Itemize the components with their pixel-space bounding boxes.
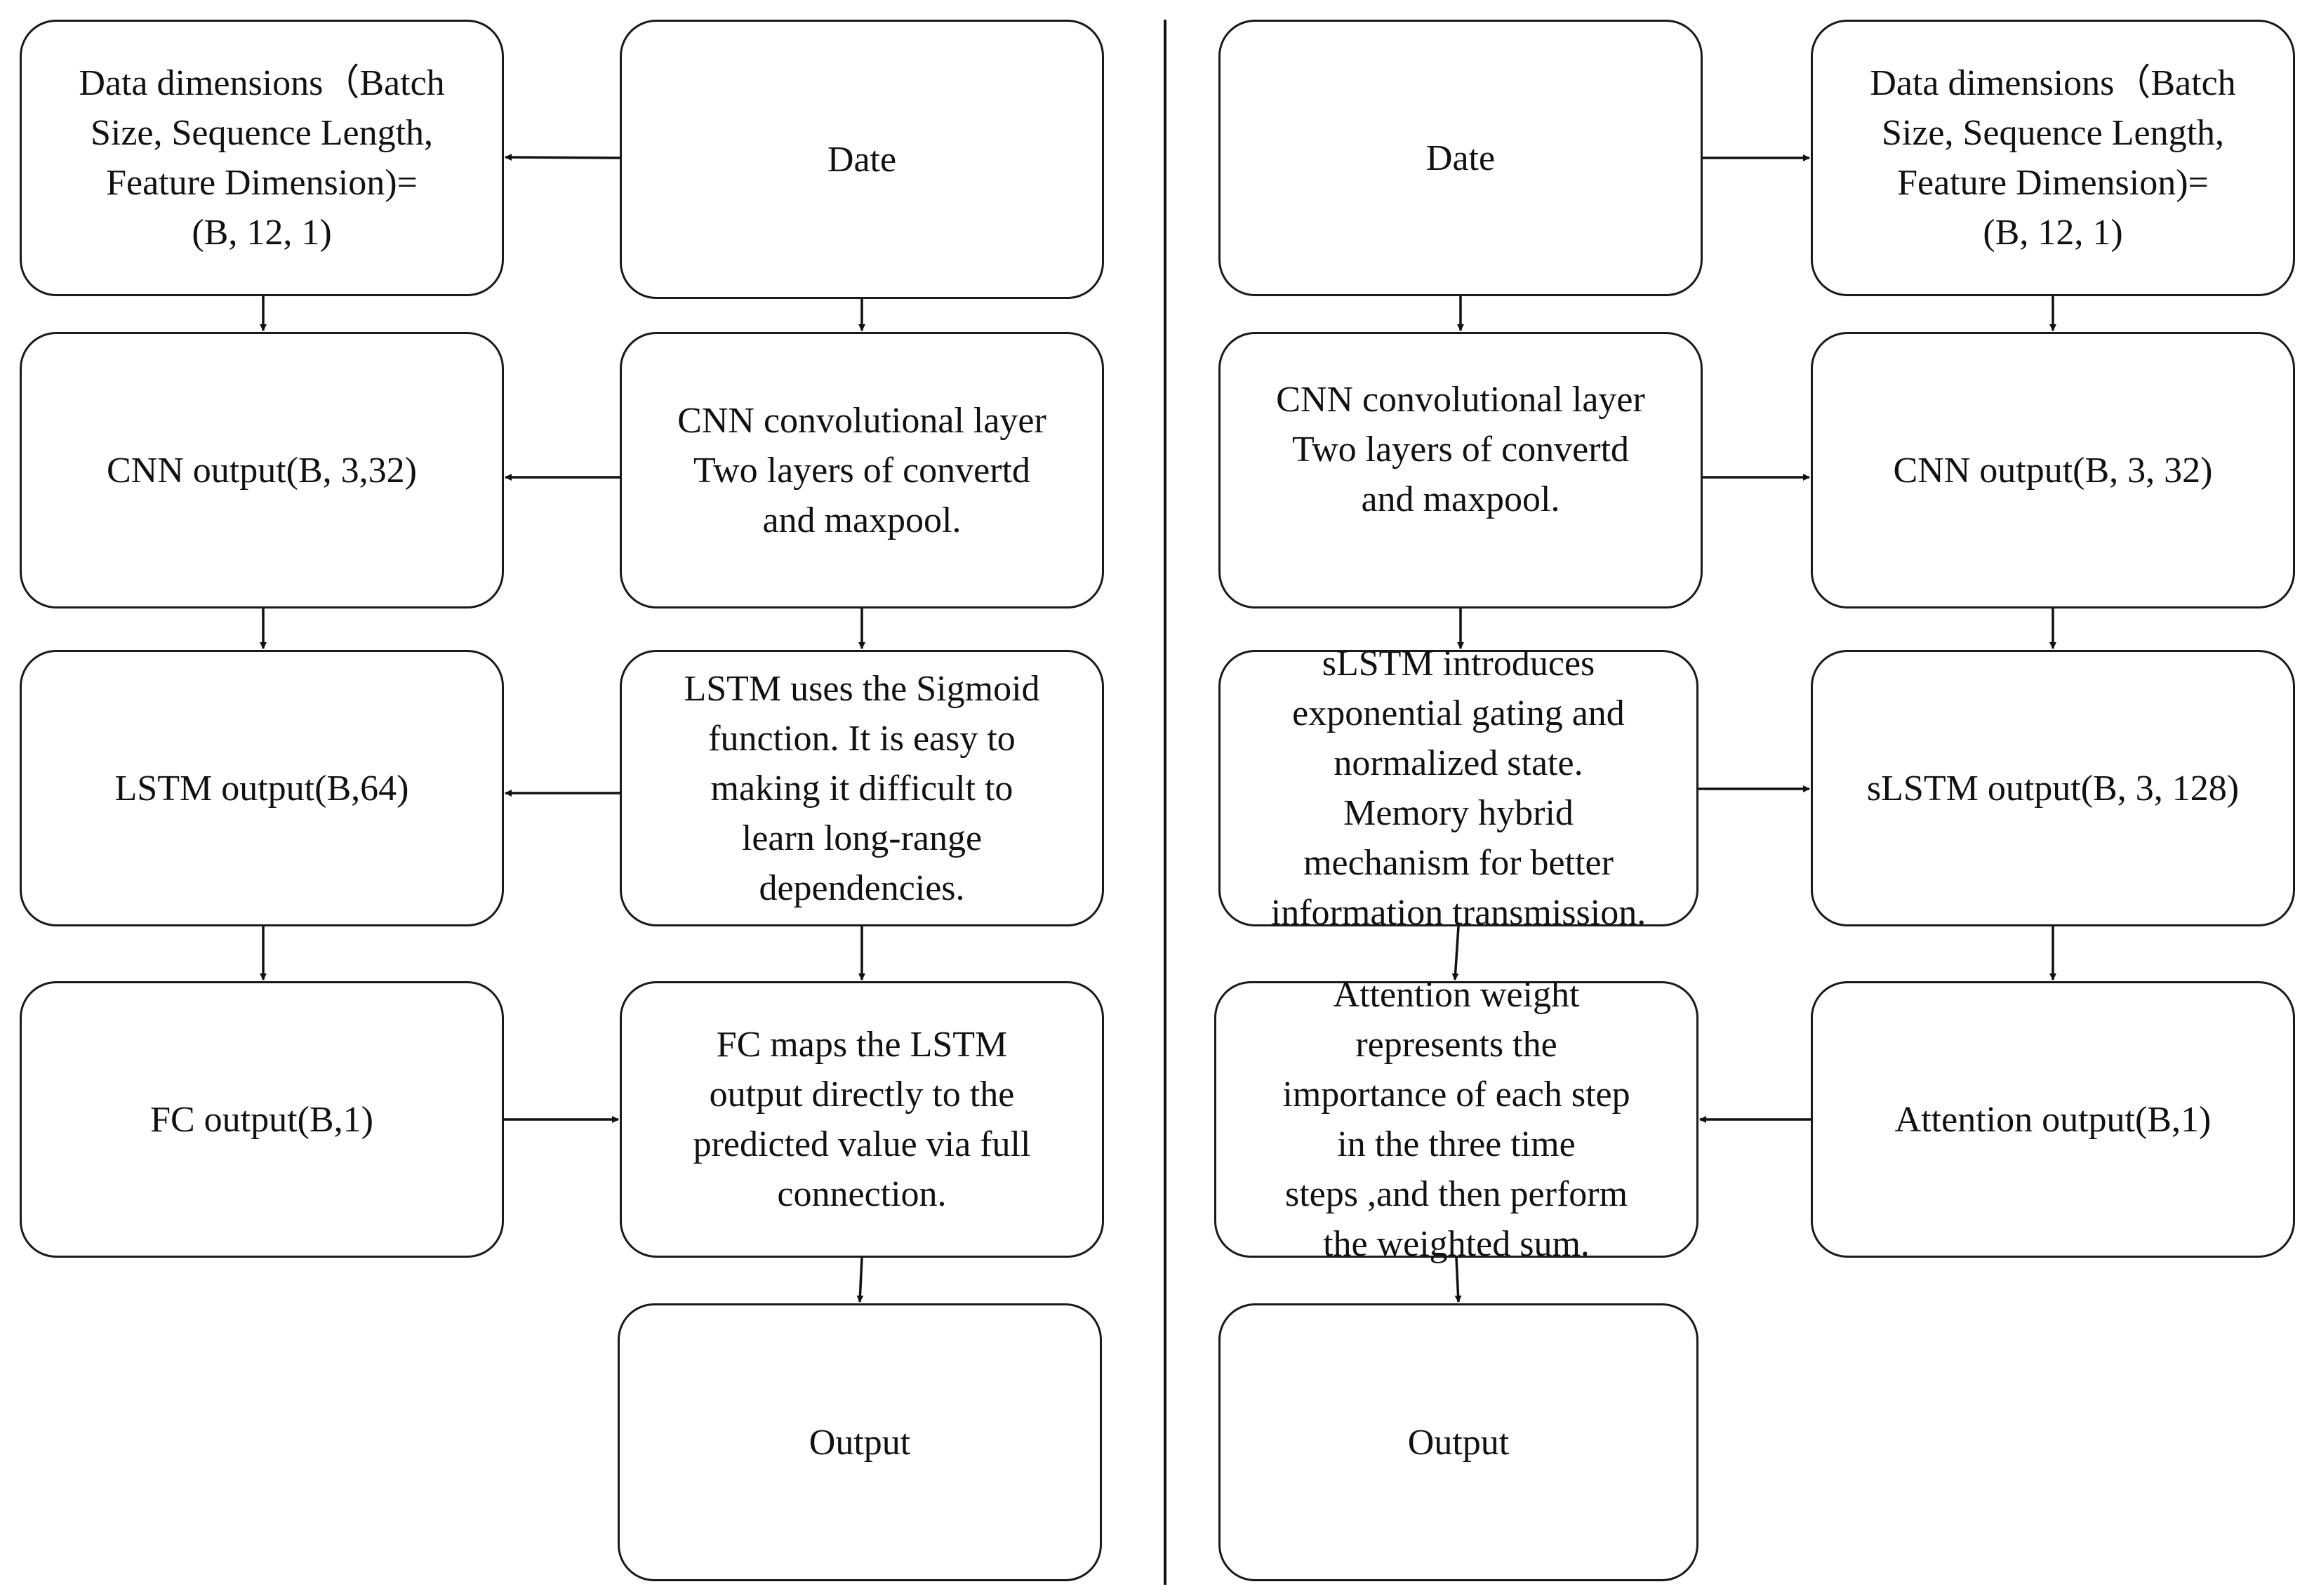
right-slstm-description-text: sLSTM introduces exponential gating and … bbox=[1270, 644, 1647, 933]
left-lstm-output-box: LSTM output(B,64) bbox=[20, 650, 504, 926]
left-output-text: Output bbox=[809, 1422, 911, 1463]
right-attention-description-box: Attention weight represents the importan… bbox=[1214, 975, 1698, 1264]
left-cnn-output-box: CNN output(B, 3,32) bbox=[20, 332, 504, 609]
right-data-dimensions-text: Data dimensions（Batch Size, Sequence Len… bbox=[1870, 63, 2236, 253]
left-fc-output-box: FC output(B,1) bbox=[20, 981, 504, 1258]
right-cnn-layer-text: CNN convolutional layer Two layers of co… bbox=[1276, 380, 1645, 519]
right-output-box: Output bbox=[1218, 1303, 1698, 1581]
right-slstm-description-box: sLSTM introduces exponential gating and … bbox=[1218, 644, 1698, 933]
left-fc-output-text: FC output(B,1) bbox=[150, 1099, 373, 1140]
left-lstm-description-text: LSTM uses the Sigmoid function. It is ea… bbox=[684, 668, 1040, 908]
right-output-text: Output bbox=[1407, 1422, 1510, 1463]
left-arrow-fcdesc-to-output bbox=[856, 1257, 864, 1303]
left-output-box: Output bbox=[618, 1303, 1102, 1581]
right-attention-output-box: Attention output(B,1) bbox=[1811, 981, 2295, 1258]
right-attention-output-text: Attention output(B,1) bbox=[1894, 1099, 2212, 1140]
left-data-dimensions-box: Data dimensions（Batch Size, Sequence Len… bbox=[20, 20, 504, 296]
left-cnn-output-text: CNN output(B, 3,32) bbox=[107, 450, 417, 491]
arrow-group bbox=[260, 154, 2056, 1303]
left-input-date-text: Date bbox=[827, 139, 897, 180]
left-lstm-description-box: LSTM uses the Sigmoid function. It is ea… bbox=[620, 650, 1104, 926]
left-arrow-input-to-dims bbox=[505, 154, 620, 161]
right-input-date-box: Date bbox=[1218, 20, 1703, 296]
right-data-dimensions-box: Data dimensions（Batch Size, Sequence Len… bbox=[1811, 20, 2295, 296]
right-cnn-output-text: CNN output(B, 3, 32) bbox=[1893, 450, 2213, 491]
right-cnn-output-box: CNN output(B, 3, 32) bbox=[1811, 332, 2295, 609]
right-slstm-output-box: sLSTM output(B, 3, 128) bbox=[1811, 650, 2295, 926]
right-slstm-output-text: sLSTM output(B, 3, 128) bbox=[1866, 768, 2240, 809]
left-cnn-layer-box: CNN convolutional layer Two layers of co… bbox=[620, 332, 1104, 609]
left-input-date-box: Date bbox=[620, 20, 1104, 299]
right-attention-description-text: Attention weight represents the importan… bbox=[1282, 975, 1630, 1264]
left-fc-description-box: FC maps the LSTM output directly to the … bbox=[620, 981, 1104, 1258]
left-data-dimensions-text: Data dimensions（Batch Size, Sequence Len… bbox=[79, 63, 445, 253]
right-input-date-text: Date bbox=[1425, 138, 1496, 178]
right-cnn-layer-box: CNN convolutional layer Two layers of co… bbox=[1218, 332, 1703, 609]
left-lstm-output-text: LSTM output(B,64) bbox=[114, 768, 409, 809]
left-cnn-layer-text: CNN convolutional layer Two layers of co… bbox=[677, 400, 1046, 540]
left-fc-description-text: FC maps the LSTM output directly to the … bbox=[693, 1025, 1031, 1214]
